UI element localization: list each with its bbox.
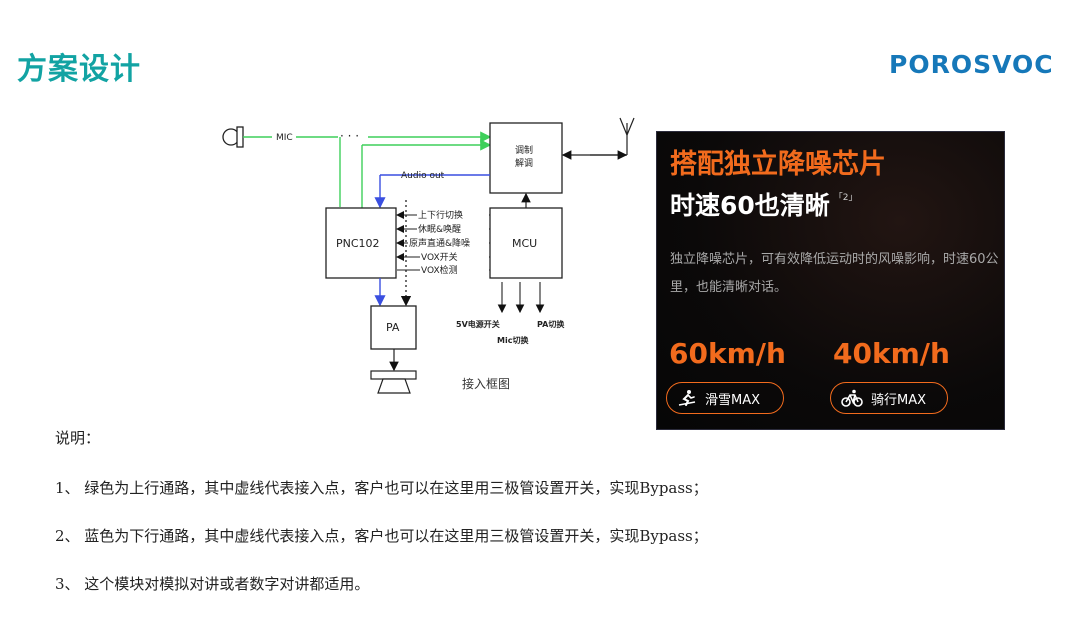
cycling-mode-badge: 骑行MAX <box>830 382 948 414</box>
signal-label-4: VOX开关 <box>421 251 458 263</box>
antenna-icon <box>561 117 635 160</box>
mcu-label: MCU <box>512 237 537 250</box>
note-item-3: 3、 这个模块对模拟对讲或者数字对讲都适用。 <box>55 575 370 593</box>
svg-text:· · ·: · · · <box>340 129 359 143</box>
ski-icon <box>678 390 696 406</box>
signal-label-3: 原声直通&降噪 <box>409 237 470 249</box>
promo-title-2: 时速60也清晰「2」 <box>670 186 858 222</box>
mcu-output-2: Mic切换 <box>497 335 529 345</box>
mcu-output-3: PA切换 <box>537 319 565 329</box>
modem-label-1: 调制 <box>515 144 533 156</box>
mcu-output-1: 5V电源开关 <box>456 319 500 329</box>
modem-box <box>489 122 563 194</box>
ski-mode-badge: 滑雪MAX <box>666 382 784 414</box>
ski-mode-label: 滑雪MAX <box>705 392 761 408</box>
speed-value-2: 40km/h <box>833 337 950 370</box>
promo-title-2-text: 时速60也清晰 <box>670 191 830 220</box>
microphone-icon <box>222 126 244 148</box>
cycling-mode-label: 骑行MAX <box>871 392 927 408</box>
note-item-1: 1、 绿色为上行通路，其中虚线代表接入点，客户也可以在这里用三极管设置开关，实现… <box>55 479 708 497</box>
pnc102-label: PNC102 <box>336 237 380 250</box>
promo-description: 独立降噪芯片，可有效降低运动时的风噪影响，时速60公里，也能清晰对话。 <box>670 252 999 295</box>
speed-value-1: 60km/h <box>669 337 786 370</box>
pnc102-box <box>325 207 397 279</box>
brand-logo: POROSVOC <box>889 50 1054 79</box>
promo-footnote: 「2」 <box>833 193 858 203</box>
mic-label: MIC <box>276 133 293 143</box>
modem-label-2: 解调 <box>515 157 533 169</box>
promo-title-1: 搭配独立降噪芯片 <box>670 149 886 180</box>
audio-out-label: Audio out <box>401 171 445 181</box>
page-title: 方案设计 <box>17 52 141 87</box>
signal-label-5: VOX检测 <box>421 264 458 276</box>
promo-card: 搭配独立降噪芯片 时速60也清晰「2」 独立降噪芯片，可有效降低运动时的风噪影响… <box>656 131 1005 430</box>
signal-label-1: 上下行切换 <box>418 209 463 221</box>
pa-box <box>370 305 417 350</box>
bicycle-icon <box>841 389 863 407</box>
notes-heading: 说明： <box>55 429 101 447</box>
diagram-caption: 接入框图 <box>462 376 510 391</box>
speaker-icon <box>370 370 417 394</box>
pa-label: PA <box>386 321 400 334</box>
signal-label-2: 休眠&唤醒 <box>418 223 461 235</box>
block-diagram: MIC · · · 调制 解调 Audio out PNC102 MCU <box>222 117 635 394</box>
note-item-2: 2、 蓝色为下行通路，其中虚线代表接入点，客户也可以在这里用三极管设置开关，实现… <box>55 527 708 545</box>
